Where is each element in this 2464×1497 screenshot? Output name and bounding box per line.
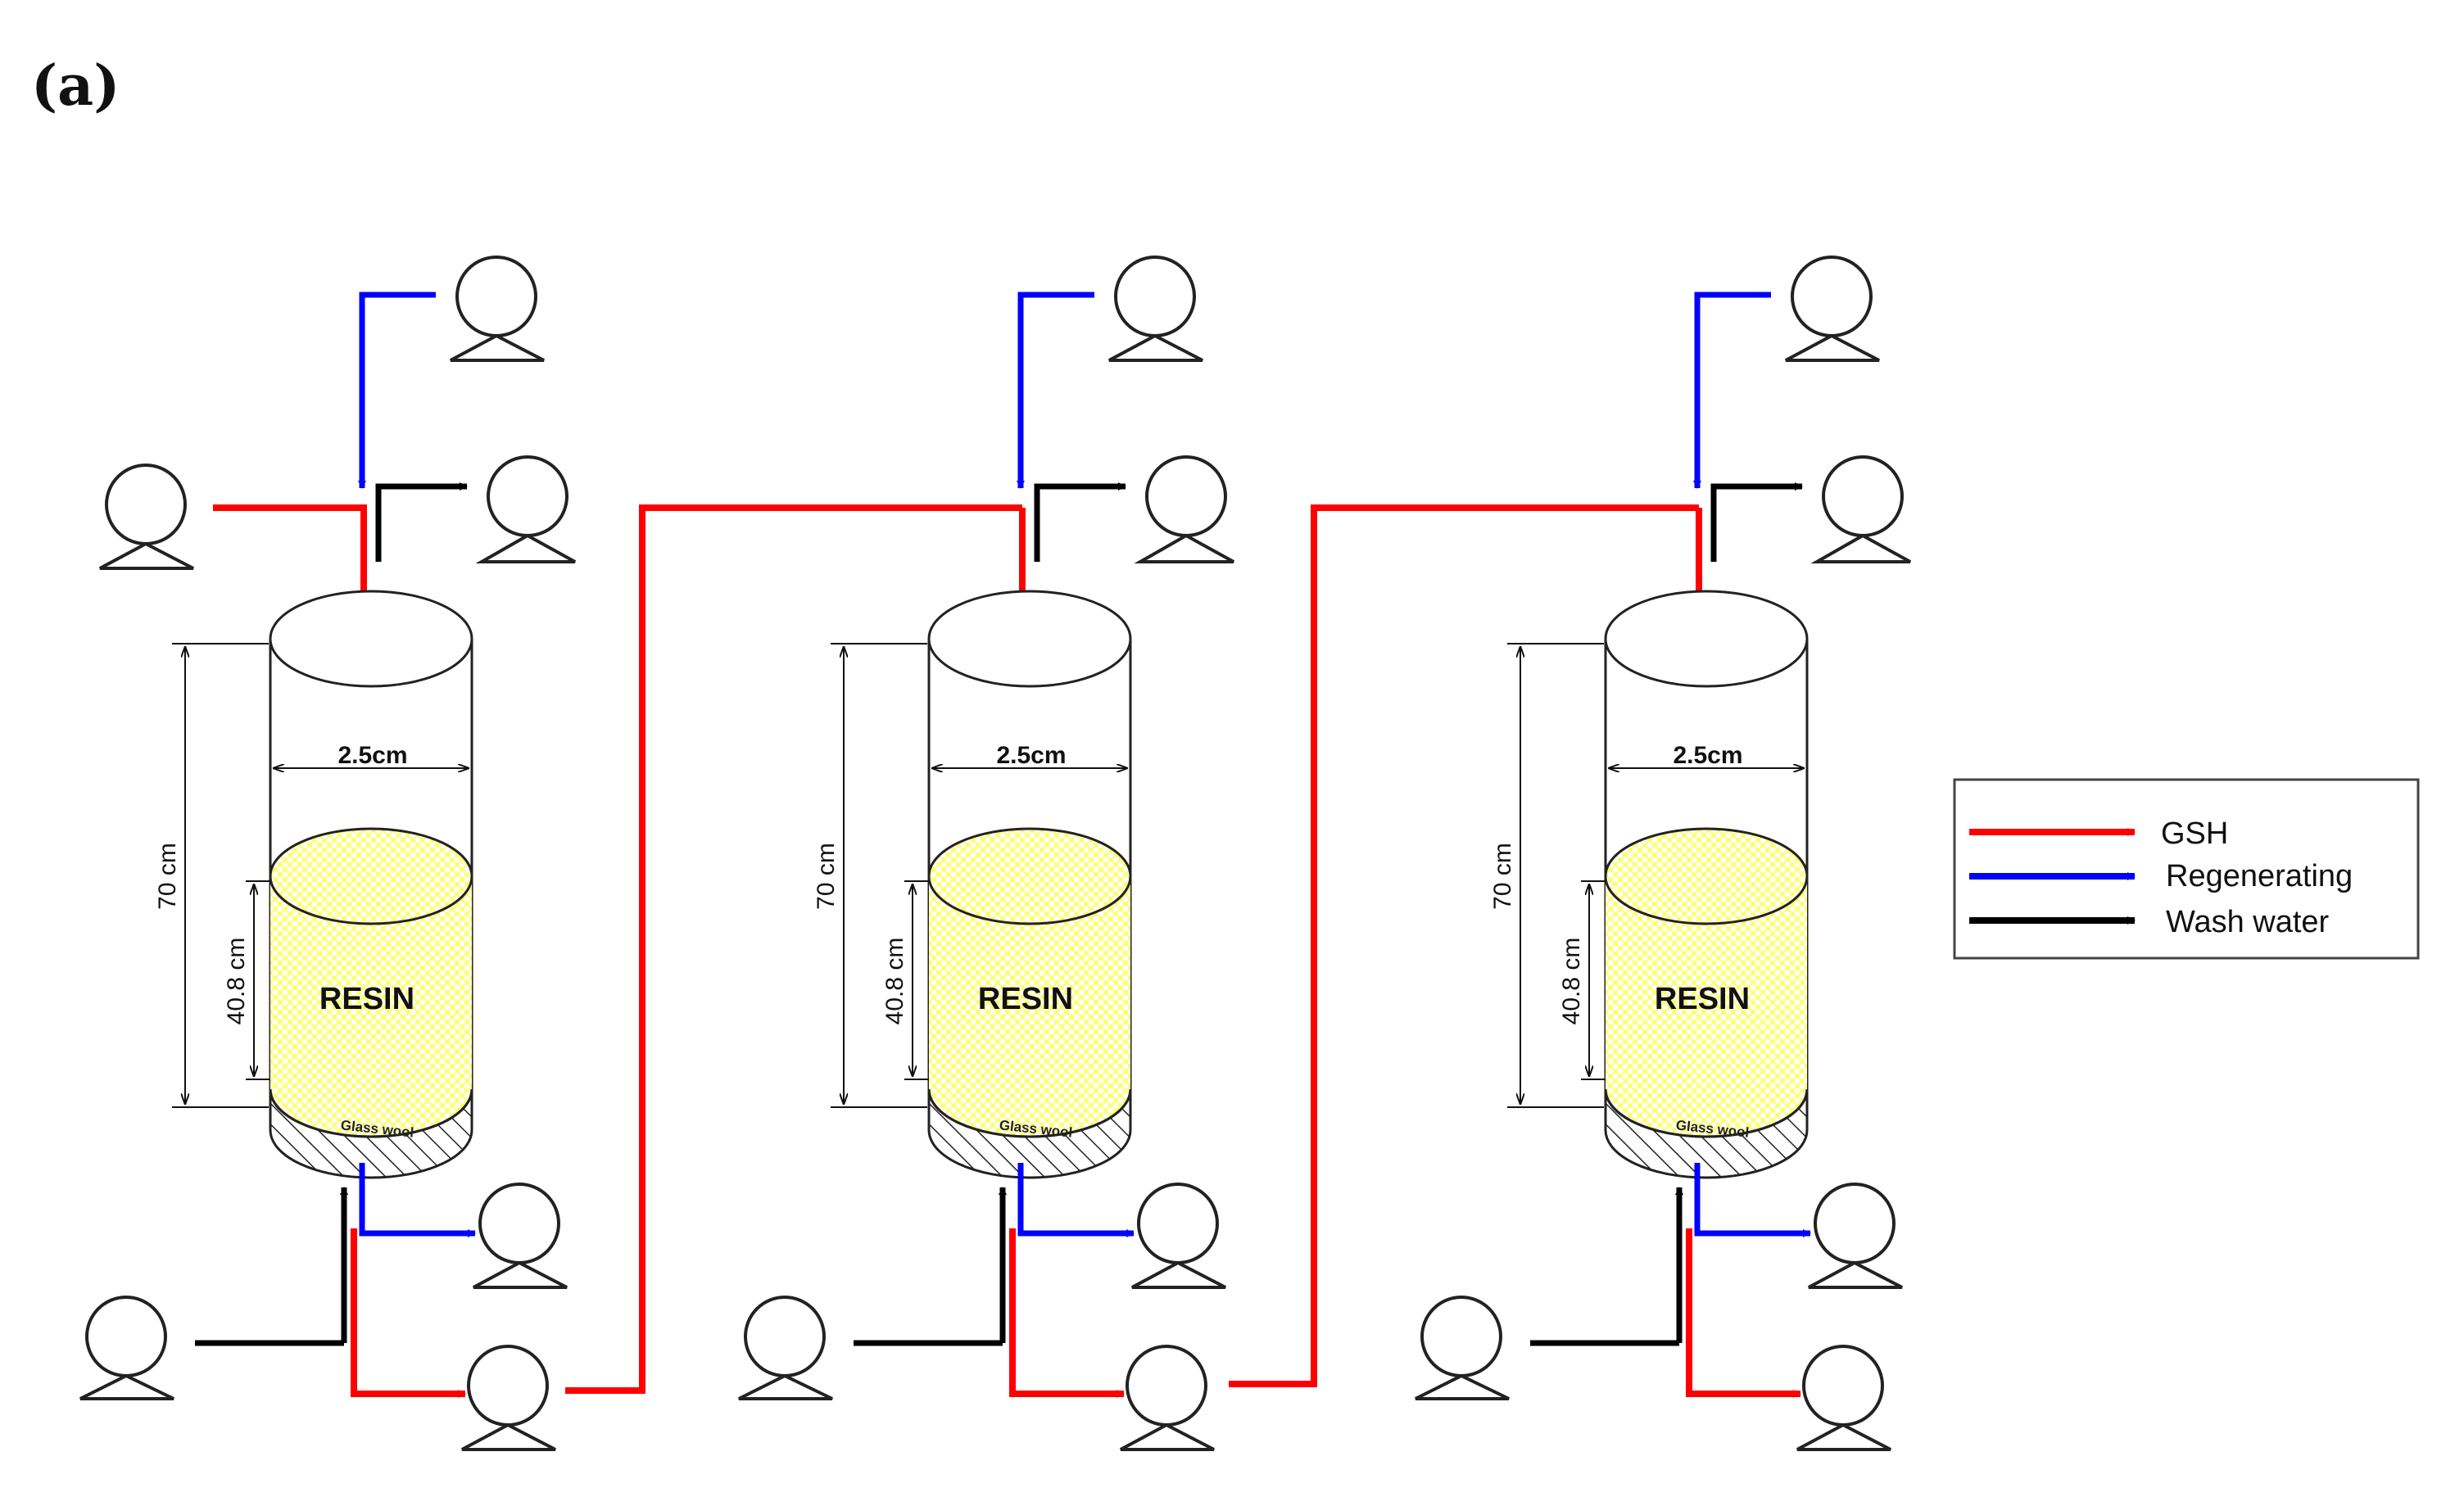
column-unit-2: RESIN Glass wool 2.5cm 70 cm 40.8 cm xyxy=(738,256,1234,1451)
height-label: 70 cm xyxy=(813,843,840,910)
legend-gsh-label: GSH xyxy=(2161,816,2228,851)
height-label: 70 cm xyxy=(154,843,181,910)
pump-top-wash xyxy=(475,455,576,563)
column-unit-3: RESIN Glass wool 2.5cm 70 cm 40.8 cm xyxy=(1415,256,1911,1451)
width-label: 2.5cm xyxy=(1673,742,1742,769)
column-top xyxy=(1604,590,1809,688)
bed-height-label: 40.8 cm xyxy=(881,938,908,1025)
pump-bottom-gsh-out xyxy=(461,1345,556,1451)
pump-top-regenerating xyxy=(450,256,545,362)
legend-box xyxy=(1953,778,2420,960)
pump-bottom-regenerating-out xyxy=(473,1183,568,1289)
width-label: 2.5cm xyxy=(337,742,407,769)
pump-feed-gsh xyxy=(99,464,194,570)
height-label: 70 cm xyxy=(1489,843,1516,910)
bed-height-label: 40.8 cm xyxy=(1558,938,1585,1025)
line-gsh-out xyxy=(351,1228,466,1398)
line-regenerating-out xyxy=(1694,1163,1811,1237)
pump-top-regenerating xyxy=(1108,256,1203,362)
pump-bottom-wash-feed xyxy=(738,1296,833,1400)
pump-bottom-regenerating-out xyxy=(1131,1183,1226,1289)
line-wash-out xyxy=(1710,482,1803,562)
pump-top-wash xyxy=(1134,455,1234,563)
width-label: 2.5cm xyxy=(996,742,1066,769)
line-gsh-in xyxy=(213,504,368,599)
line-gsh-out xyxy=(1009,1228,1125,1398)
resin-label: RESIN xyxy=(978,982,1073,1016)
pump-top-wash xyxy=(1810,455,1911,563)
line-regenerating-in xyxy=(1693,292,1771,489)
legend: GSH Regenerating Wash water xyxy=(1953,778,2420,960)
resin-label: RESIN xyxy=(319,982,414,1016)
pump-top-regenerating xyxy=(1785,256,1880,362)
line-regenerating-out xyxy=(359,1163,476,1237)
line-gsh-out xyxy=(1686,1228,1801,1398)
pump-bottom-gsh-out xyxy=(1796,1345,1891,1451)
column-unit-1: RESIN Glass wool 2.5cm 70 cm 40.8 cm xyxy=(79,256,576,1451)
column-top xyxy=(269,590,473,688)
pump-bottom-wash-feed xyxy=(79,1296,174,1400)
pump-bottom-regenerating-out xyxy=(1808,1183,1903,1289)
connector-gsh-1-to-2 xyxy=(565,504,1022,1394)
line-regenerating-out xyxy=(1017,1163,1135,1237)
bed-height-label: 40.8 cm xyxy=(223,938,250,1025)
legend-regenerating-label: Regenerating xyxy=(2166,859,2353,893)
resin-label: RESIN xyxy=(1655,982,1750,1016)
legend-wash-label: Wash water xyxy=(2166,905,2330,939)
connector-gsh-2-to-3 xyxy=(1229,504,1699,1387)
column-top xyxy=(927,590,1132,688)
resin-bed xyxy=(270,876,472,1137)
line-wash-out xyxy=(1034,482,1126,562)
resin-bed xyxy=(1606,876,1807,1137)
resin-bed xyxy=(929,876,1130,1137)
figure-label: (a) xyxy=(31,53,120,119)
pump-bottom-gsh-out xyxy=(1120,1345,1215,1451)
line-regenerating-in xyxy=(358,292,436,489)
line-regenerating-in xyxy=(1017,292,1094,489)
line-wash-out xyxy=(375,482,468,562)
pump-bottom-wash-feed xyxy=(1415,1296,1510,1400)
